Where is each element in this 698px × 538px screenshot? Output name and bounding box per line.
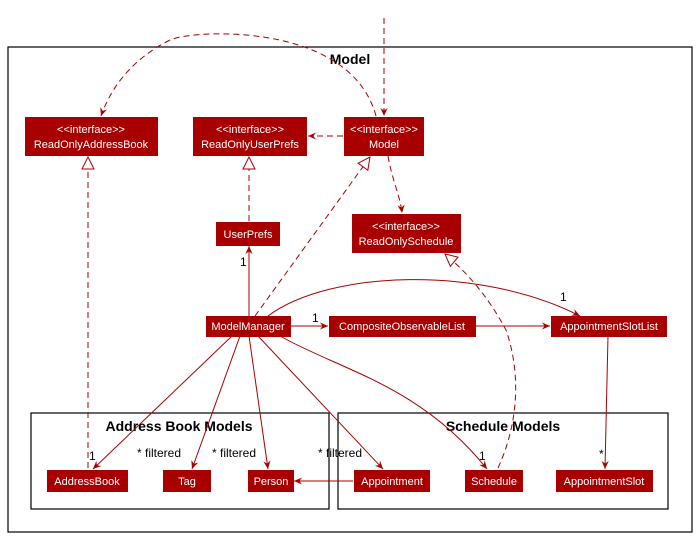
- node-modelmanager[interactable]: ModelManager: [206, 316, 291, 337]
- node-tag[interactable]: Tag: [163, 470, 211, 492]
- readonlyaddressbook-name: ReadOnlyAddressBook: [34, 139, 149, 151]
- model-package: Model: [7, 46, 693, 533]
- schedule-name: Schedule: [471, 476, 517, 488]
- node-person[interactable]: Person: [248, 470, 294, 492]
- edge-model-to-readonlyaddressbook: [100, 33, 377, 117]
- addressbook-multiplicity-label: 1: [89, 449, 96, 463]
- edge-schedule-realizes-readonlyschedule: [445, 254, 517, 469]
- edge-modelmanager-to-appointment: [257, 335, 384, 470]
- edge-modelmanager-realizes-model: [254, 157, 370, 317]
- tag-name: Tag: [178, 476, 196, 488]
- schedule-multiplicity-label: 1: [479, 449, 486, 463]
- node-readonlyaddressbook[interactable]: <<interface>> ReadOnlyAddressBook: [25, 117, 158, 156]
- edge-modelmanager-to-appointmentslotlist: [267, 279, 581, 317]
- address-book-models-package: Address Book Models: [30, 412, 330, 510]
- edge-model-to-readonlyschedule: [387, 155, 405, 214]
- edge-appointmentslotlist-to-appointmentslot: [601, 335, 609, 470]
- address-book-models-title: Address Book Models: [105, 418, 252, 434]
- edge-labels: 1 1 1 1 * filtered * filtered * filtered…: [89, 255, 604, 463]
- composite-multiplicity-label: 1: [312, 311, 319, 325]
- model-package-title: Model: [330, 51, 370, 67]
- schedule-models-package: Schedule Models: [337, 412, 669, 510]
- edge-modelmanager-to-addressbook: [92, 335, 233, 470]
- appointmentslot-name: AppointmentSlot: [564, 476, 645, 488]
- edge-modelmanager-to-person: [248, 335, 271, 470]
- edge-modelmanager-to-tag: [191, 335, 241, 470]
- compositeobservablelist-name: CompositeObservableList: [339, 321, 465, 333]
- appointmentslotlist-name: AppointmentSlotList: [560, 321, 658, 333]
- userprefs-name: UserPrefs: [224, 229, 273, 241]
- person-name: Person: [254, 476, 289, 488]
- node-userprefs[interactable]: UserPrefs: [216, 222, 280, 246]
- appointment-filtered-label: * filtered: [318, 446, 362, 460]
- readonlyschedule-stereotype: <<interface>>: [372, 221, 440, 233]
- readonlyschedule-name: ReadOnlySchedule: [359, 236, 454, 248]
- node-readonlyschedule[interactable]: <<interface>> ReadOnlySchedule: [352, 214, 461, 253]
- addressbook-name: AddressBook: [54, 476, 120, 488]
- appointment-name: Appointment: [361, 476, 423, 488]
- readonlyuserprefs-stereotype: <<interface>>: [216, 124, 284, 136]
- model-name: Model: [369, 139, 399, 151]
- node-compositeobservablelist[interactable]: CompositeObservableList: [329, 316, 476, 337]
- model-stereotype: <<interface>>: [350, 124, 418, 136]
- node-schedule[interactable]: Schedule: [465, 470, 523, 492]
- schedule-models-title: Schedule Models: [446, 418, 561, 434]
- edge-modelmanager-to-schedule: [279, 335, 488, 470]
- node-model[interactable]: <<interface>> Model: [344, 117, 424, 156]
- tag-filtered-label: * filtered: [137, 446, 181, 460]
- readonlyuserprefs-name: ReadOnlyUserPrefs: [201, 139, 299, 151]
- appointmentslot-multiplicity-label: *: [599, 447, 604, 461]
- slotlist-multiplicity-label: 1: [560, 290, 567, 304]
- readonlyaddressbook-stereotype: <<interface>>: [57, 124, 125, 136]
- modelmanager-name: ModelManager: [211, 321, 285, 333]
- node-appointmentslot[interactable]: AppointmentSlot: [556, 470, 653, 492]
- person-filtered-label: * filtered: [212, 446, 256, 460]
- node-appointmentslotlist[interactable]: AppointmentSlotList: [551, 316, 667, 337]
- userprefs-multiplicity-label: 1: [240, 255, 247, 269]
- node-appointment[interactable]: Appointment: [354, 470, 430, 492]
- edges: [88, 18, 609, 485]
- node-addressbook[interactable]: AddressBook: [47, 470, 128, 492]
- node-readonlyuserprefs[interactable]: <<interface>> ReadOnlyUserPrefs: [193, 117, 307, 156]
